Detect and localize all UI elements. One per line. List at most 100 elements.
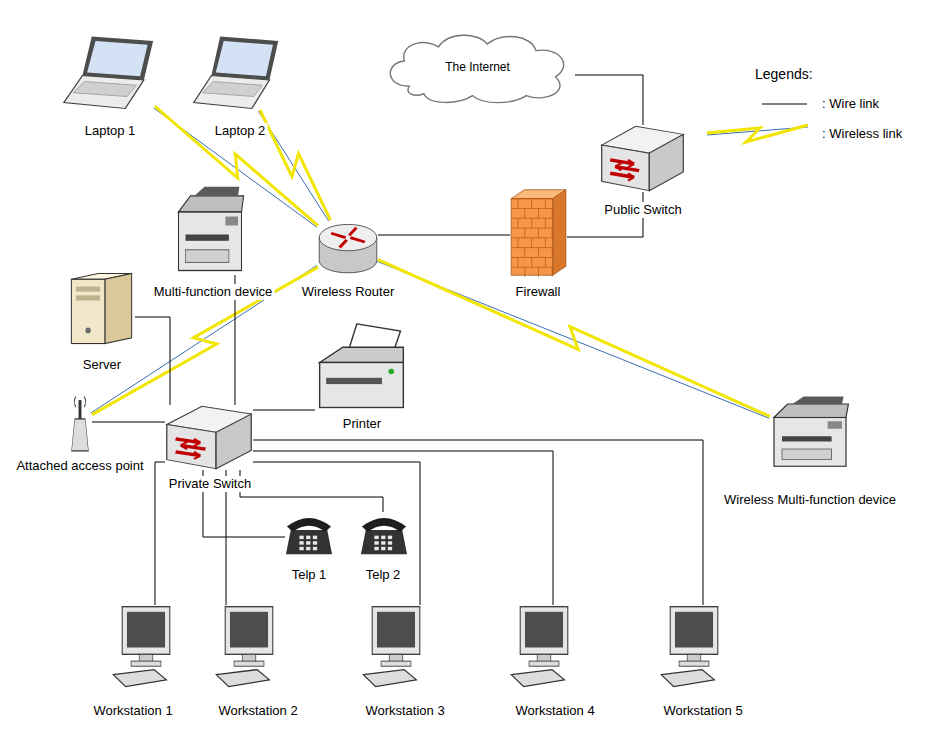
- icon-part: [782, 436, 832, 441]
- icon-part: [552, 248, 553, 258]
- device-node: Wireless Multi-function device: [770, 395, 850, 470]
- icon-part: [194, 76, 270, 109]
- icon-part: [792, 397, 843, 405]
- icon-part: [545, 238, 546, 248]
- icon-part: [511, 228, 553, 229]
- icon-part: [374, 541, 378, 544]
- icon-part: [545, 218, 546, 228]
- legend-heading: Legends:: [755, 66, 813, 82]
- wire-line: [575, 75, 643, 125]
- icon-part: [326, 378, 382, 384]
- wire-line: [253, 462, 420, 605]
- ws-icon: [362, 605, 430, 690]
- icon-part: [782, 449, 832, 460]
- icon-part: [299, 536, 303, 539]
- icon-part: [511, 198, 553, 199]
- icon-part: [313, 547, 317, 550]
- device-node: Workstation 2: [215, 605, 283, 690]
- icon-part: [524, 267, 525, 277]
- icon-part: [299, 541, 303, 544]
- icon-part: [179, 212, 242, 271]
- icon-part: [225, 607, 273, 655]
- wire-line: [92, 422, 165, 423]
- icon-part: [76, 295, 100, 300]
- ws-icon: [112, 605, 180, 690]
- device-node: Workstation 4: [510, 605, 578, 690]
- cloud-node: The Internet: [380, 30, 575, 105]
- icon-part: [186, 250, 229, 263]
- device-label: Printer: [341, 416, 383, 432]
- wire-link: [253, 462, 420, 605]
- icon-part: [113, 670, 166, 687]
- icon-part: [531, 257, 532, 267]
- icon-part: [511, 257, 553, 258]
- icon-part: [306, 541, 310, 544]
- icon-part: [511, 199, 553, 276]
- icon-part: [225, 217, 238, 226]
- icon-part: [306, 536, 310, 539]
- device-node: Multi-function device: [175, 185, 245, 275]
- wireless-bolt: [378, 260, 770, 417]
- icon-part: [320, 363, 404, 408]
- switch-icon: [600, 125, 685, 192]
- device-label: Workstation 4: [513, 703, 596, 719]
- icon-part: [287, 518, 331, 532]
- icon-part: [320, 347, 404, 362]
- icon-part: [524, 208, 525, 218]
- icon-part: [362, 518, 406, 532]
- icon-part: [167, 425, 216, 469]
- wire-link: [92, 422, 165, 423]
- icon-part: [186, 235, 229, 241]
- device-node: Workstation 3: [362, 605, 430, 690]
- device-label: Private Switch: [167, 476, 253, 492]
- wireless-bolt: [260, 110, 330, 220]
- device-node: Server: [68, 272, 135, 345]
- icon-part: [286, 530, 332, 554]
- icon-part: [774, 404, 848, 418]
- icon-part: [122, 607, 170, 655]
- icon-part: [511, 208, 553, 209]
- icon-part: [85, 327, 90, 333]
- router-icon: [318, 220, 378, 275]
- device-node: Attached access point: [68, 393, 92, 452]
- icon-part: [553, 190, 566, 275]
- icon-part: [211, 37, 278, 81]
- legend-text: : Wire link: [822, 96, 879, 112]
- ws-icon: [215, 605, 283, 690]
- wire-line: [253, 410, 315, 411]
- icon-part: [517, 218, 518, 228]
- icon-part: [538, 248, 539, 258]
- icon-part: [299, 547, 303, 550]
- device-label: Workstation 3: [363, 703, 446, 719]
- wire-link: [253, 410, 315, 411]
- icon-part: [195, 187, 240, 196]
- icon-part: [774, 418, 846, 467]
- wire-line: [135, 317, 170, 405]
- icon-part: [381, 547, 385, 550]
- device-label: Public Switch: [602, 202, 683, 218]
- wire-line: [253, 451, 553, 605]
- icon-part: [388, 541, 392, 544]
- wire-link: [575, 75, 643, 125]
- device-label: Workstation 1: [91, 703, 174, 719]
- icon-part: [529, 661, 559, 666]
- device-node: Workstation 5: [660, 605, 728, 690]
- switch-icon: [165, 405, 253, 470]
- icon-part: [524, 228, 525, 238]
- icon-part: [105, 273, 132, 343]
- icon-part: [511, 670, 564, 687]
- ws-icon: [510, 605, 578, 690]
- laptop-icon: [62, 35, 155, 110]
- icon-part: [381, 661, 411, 666]
- icon-part: [64, 76, 144, 109]
- wireless-link: [377, 260, 770, 419]
- icon-part: [79, 400, 82, 419]
- icon-part: [372, 607, 420, 655]
- laptop-icon: [192, 35, 280, 110]
- wireless-link: [91, 265, 318, 414]
- icon-part: [179, 196, 244, 212]
- wire-link: [155, 462, 165, 605]
- icon-part: [374, 536, 378, 539]
- device-label: Telp 1: [290, 567, 329, 583]
- icon-part: [520, 607, 568, 655]
